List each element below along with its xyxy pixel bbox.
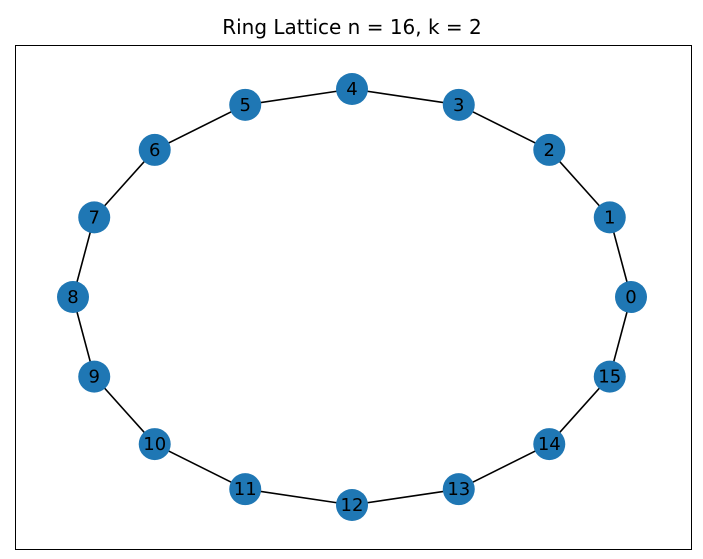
node-label-1: 1 (604, 207, 615, 228)
node-label-2: 2 (544, 140, 555, 161)
node-label-9: 9 (89, 367, 100, 388)
node-label-10: 10 (143, 434, 166, 455)
chart-title: Ring Lattice n = 16, k = 2 (222, 15, 482, 39)
node-circle-1 (593, 201, 626, 234)
node-4: 4 (336, 73, 368, 105)
node-circle-5 (229, 88, 262, 121)
node-circle-3 (442, 88, 475, 121)
node-label-4: 4 (346, 79, 357, 100)
edge-4-5 (245, 88, 353, 106)
node-label-11: 11 (234, 479, 257, 500)
edge-13-14 (458, 443, 550, 490)
node-label-5: 5 (240, 95, 251, 116)
node-circle-9 (78, 360, 111, 393)
node-circle-12 (336, 489, 368, 521)
node-circle-4 (336, 73, 368, 105)
node-10: 10 (138, 428, 171, 461)
edges-layer (72, 88, 632, 506)
node-circle-8 (57, 281, 89, 313)
node-label-15: 15 (598, 367, 621, 388)
node-1: 1 (593, 201, 626, 234)
node-circle-2 (533, 133, 566, 166)
node-3: 3 (442, 88, 475, 121)
node-label-0: 0 (625, 287, 636, 308)
node-circle-10 (138, 428, 171, 461)
node-5: 5 (229, 88, 262, 121)
node-label-13: 13 (447, 479, 470, 500)
edge-5-6 (154, 104, 246, 151)
node-15: 15 (593, 360, 626, 393)
edge-10-11 (154, 443, 246, 490)
node-7: 7 (78, 201, 111, 234)
node-9: 9 (78, 360, 111, 393)
node-13: 13 (442, 473, 475, 506)
node-11: 11 (229, 473, 262, 506)
node-12: 12 (336, 489, 368, 521)
node-circle-11 (229, 473, 262, 506)
node-label-8: 8 (67, 287, 78, 308)
node-8: 8 (57, 281, 89, 313)
edge-3-4 (351, 88, 459, 106)
node-circle-15 (593, 360, 626, 393)
node-label-7: 7 (89, 207, 100, 228)
edge-12-13 (351, 488, 459, 506)
edge-2-3 (458, 104, 550, 151)
node-label-3: 3 (453, 95, 464, 116)
edge-11-12 (245, 488, 353, 506)
node-circle-7 (78, 201, 111, 234)
node-circle-6 (138, 133, 171, 166)
axes-frame (15, 45, 692, 550)
node-circle-13 (442, 473, 475, 506)
node-2: 2 (533, 133, 566, 166)
node-label-12: 12 (341, 495, 364, 516)
node-circle-0 (615, 281, 647, 313)
node-circle-14 (533, 428, 566, 461)
node-0: 0 (615, 281, 647, 313)
node-6: 6 (138, 133, 171, 166)
node-label-6: 6 (149, 140, 160, 161)
node-label-14: 14 (538, 434, 561, 455)
node-14: 14 (533, 428, 566, 461)
